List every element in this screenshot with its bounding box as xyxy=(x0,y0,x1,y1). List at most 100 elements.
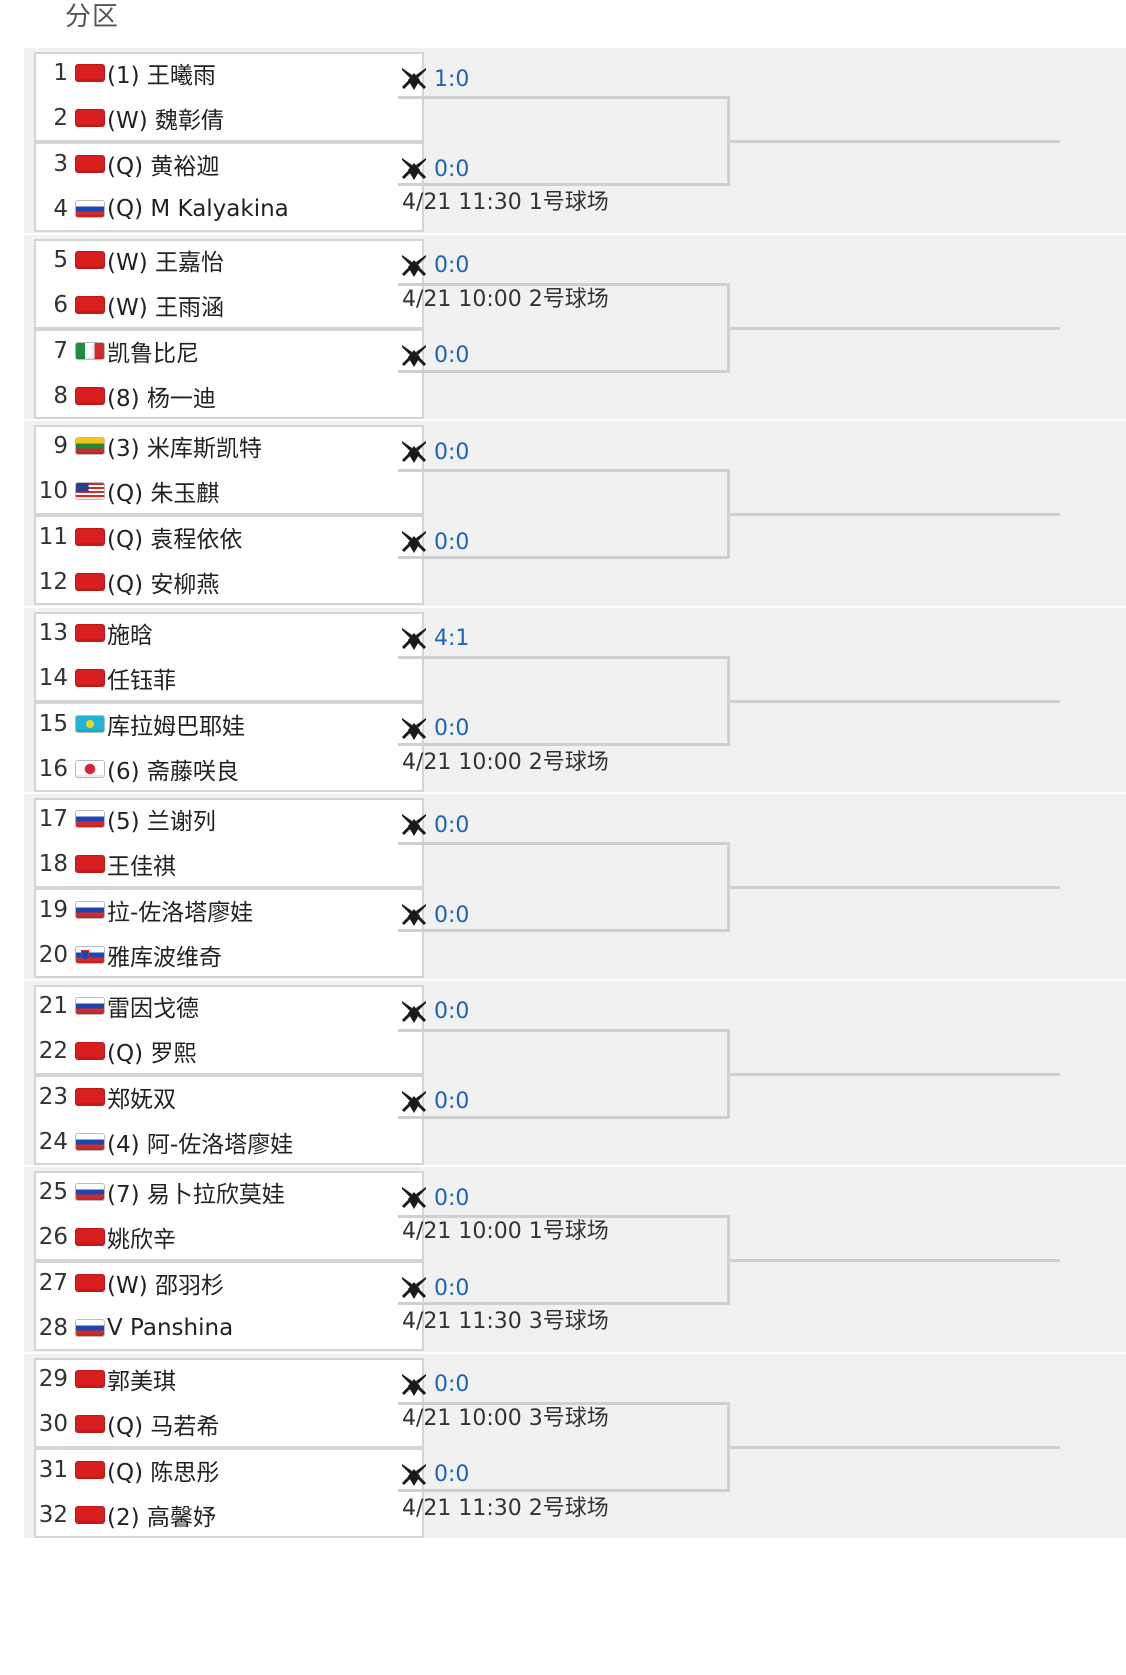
player-name[interactable]: (Q) 朱玉麒 xyxy=(107,481,220,507)
score-value[interactable]: 0:0 xyxy=(434,812,470,838)
player-name[interactable]: (7) 易卜拉欣莫娃 xyxy=(107,1182,285,1208)
match-score[interactable]: 0:0 xyxy=(400,437,469,467)
score-value[interactable]: 0:0 xyxy=(434,999,470,1024)
china-flag-icon xyxy=(75,668,105,687)
player-name[interactable]: (2) 高馨妤 xyxy=(107,1504,216,1531)
player-row[interactable]: 2(W) 魏彰倩 xyxy=(34,95,434,141)
player-name[interactable]: (Q) 马若希 xyxy=(107,1413,220,1440)
player-name[interactable]: (Q) 黄裕迦 xyxy=(107,154,220,180)
match-versus-icon xyxy=(400,529,428,555)
score-value[interactable]: 0:0 xyxy=(434,253,470,278)
score-value[interactable]: 4:1 xyxy=(434,626,470,651)
player-name[interactable]: (Q) 安柳燕 xyxy=(107,572,220,598)
match-score[interactable]: 4:1 xyxy=(400,624,469,654)
player-row[interactable]: 25(7) 易卜拉欣莫娃 xyxy=(34,1169,434,1215)
score-value[interactable]: 0:0 xyxy=(434,1275,470,1301)
score-value[interactable]: 0:0 xyxy=(434,1185,470,1211)
player-row[interactable]: 30(Q) 马若希 xyxy=(34,1401,434,1447)
player-row[interactable]: 8(8) 杨一迪 xyxy=(34,373,434,419)
player-row[interactable]: 12(Q) 安柳燕 xyxy=(34,559,434,605)
player-name[interactable]: (Q) 陈思彤 xyxy=(107,1459,220,1486)
player-row[interactable]: 17(5) 兰谢列 xyxy=(34,796,434,842)
match-score[interactable]: 0:0 xyxy=(400,527,469,557)
player-row[interactable]: 27(W) 邵羽杉 xyxy=(34,1260,434,1306)
score-value[interactable]: 0:0 xyxy=(434,1462,470,1487)
player-row[interactable]: 6(W) 王雨涵 xyxy=(34,282,434,328)
player-name[interactable]: (5) 兰谢列 xyxy=(107,809,216,835)
score-value[interactable]: 0:0 xyxy=(434,156,470,182)
player-name[interactable]: (Q) 罗熙 xyxy=(107,1040,197,1067)
player-row[interactable]: 24(4) 阿-佐洛塔廖娃 xyxy=(34,1119,434,1165)
match-score[interactable]: 0:0 xyxy=(400,341,469,371)
player-name[interactable]: (3) 米库斯凯特 xyxy=(107,436,262,462)
score-value[interactable]: 0:0 xyxy=(434,902,470,928)
player-name[interactable]: (W) 魏彰倩 xyxy=(107,108,224,134)
player-row[interactable]: 11(Q) 袁程依依 xyxy=(34,514,434,560)
player-name[interactable]: 姚欣辛 xyxy=(107,1227,176,1253)
player-name[interactable]: 雅库波维奇 xyxy=(107,945,222,971)
score-value[interactable]: 0:0 xyxy=(434,529,470,555)
match-score[interactable]: 0:0 xyxy=(400,900,469,930)
player-name[interactable]: (6) 斋藤咲良 xyxy=(107,758,239,785)
player-name[interactable]: 施晗 xyxy=(107,622,153,649)
player-row[interactable]: 1(1) 王曦雨 xyxy=(34,50,434,96)
player-row[interactable]: 31(Q) 陈思彤 xyxy=(34,1447,434,1493)
player-name[interactable]: 郑妩双 xyxy=(107,1086,176,1113)
player-name[interactable]: 王佳祺 xyxy=(107,854,176,880)
match-score[interactable]: 0:0 xyxy=(400,1087,469,1117)
player-row[interactable]: 22(Q) 罗熙 xyxy=(34,1028,434,1074)
player-row[interactable]: 3(Q) 黄裕迦 xyxy=(34,141,434,187)
match-score[interactable]: 0:0 xyxy=(400,1460,469,1490)
match-score[interactable]: 0:0 xyxy=(400,251,469,281)
player-name[interactable]: 库拉姆巴耶娃 xyxy=(107,713,245,740)
player-name[interactable]: (1) 王曦雨 xyxy=(107,63,216,89)
match-versus-icon xyxy=(400,1089,428,1115)
match-score[interactable]: 0:0 xyxy=(400,1370,469,1400)
score-value[interactable]: 0:0 xyxy=(434,1089,470,1114)
player-row[interactable]: 32(2) 高馨妤 xyxy=(34,1492,434,1538)
score-value[interactable]: 1:0 xyxy=(434,66,470,92)
player-row[interactable]: 9(3) 米库斯凯特 xyxy=(34,423,434,469)
match-score[interactable]: 0:0 xyxy=(400,810,469,840)
player-name[interactable]: (8) 杨一迪 xyxy=(107,385,216,412)
match-score[interactable]: 0:0 xyxy=(400,154,469,184)
player-name[interactable]: (W) 邵羽杉 xyxy=(107,1273,224,1299)
player-name[interactable]: (W) 王嘉怡 xyxy=(107,249,224,276)
match-score[interactable]: 1:0 xyxy=(400,64,469,94)
player-row[interactable]: 4(Q) M Kalyakina xyxy=(34,186,434,232)
score-value[interactable]: 0:0 xyxy=(434,343,470,368)
player-name[interactable]: 雷因戈德 xyxy=(107,995,199,1022)
player-row[interactable]: 5(W) 王嘉怡 xyxy=(34,237,434,283)
player-name[interactable]: (Q) 袁程依依 xyxy=(107,527,243,553)
player-name[interactable]: 凯鲁比尼 xyxy=(107,340,199,367)
score-value[interactable]: 0:0 xyxy=(434,1372,470,1397)
match-score[interactable]: 0:0 xyxy=(400,1183,469,1213)
player-name[interactable]: 郭美琪 xyxy=(107,1368,176,1395)
match-score[interactable]: 0:0 xyxy=(400,997,469,1027)
score-value[interactable]: 0:0 xyxy=(434,716,470,741)
player-name[interactable]: (W) 王雨涵 xyxy=(107,294,224,321)
player-name[interactable]: V Panshina xyxy=(107,1315,234,1341)
player-name[interactable]: 任钰菲 xyxy=(107,667,176,694)
player-name[interactable]: 拉-佐洛塔廖娃 xyxy=(107,900,254,926)
player-name[interactable]: (Q) M Kalyakina xyxy=(107,196,289,222)
match-score[interactable]: 0:0 xyxy=(400,714,469,744)
player-row[interactable]: 16(6) 斋藤咲良 xyxy=(34,746,434,792)
player-name[interactable]: (4) 阿-佐洛塔廖娃 xyxy=(107,1131,294,1158)
player-row[interactable]: 10(Q) 朱玉麒 xyxy=(34,468,434,514)
china-flag-icon xyxy=(75,1369,105,1388)
match-score[interactable]: 0:0 xyxy=(400,1273,469,1303)
score-value[interactable]: 0:0 xyxy=(434,439,470,465)
